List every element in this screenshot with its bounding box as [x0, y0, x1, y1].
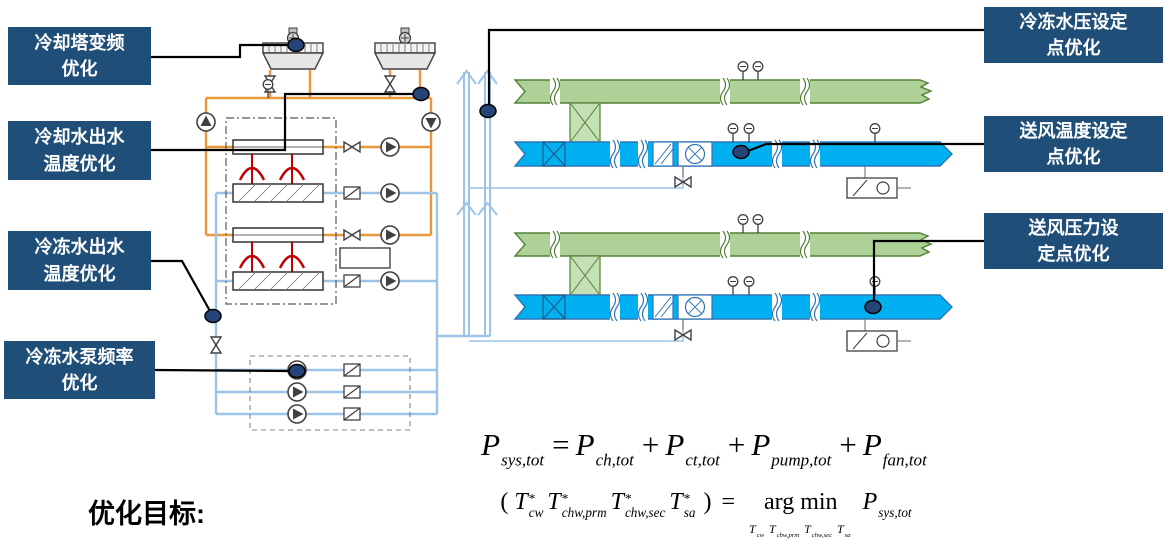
- label-line: 点优化: [1046, 147, 1101, 167]
- coil-pipe-upper: [469, 166, 684, 189]
- marker-chw-pump-freq: [288, 363, 306, 379]
- connector-cooling-water-temp: [151, 92, 413, 152]
- label-line: 送风压力设: [1028, 217, 1119, 238]
- ahu-system-lower: [515, 215, 952, 351]
- total-power-formula: P sys,tot=P ch,tot+P ct,tot+P pump,tot+P…: [481, 427, 927, 470]
- bypass-valve-icon: [210, 336, 222, 354]
- coil-pipe-lower: [469, 319, 684, 342]
- marker-sa-temp: [732, 144, 750, 160]
- label-supply-air-temp-setpoint: 送风温度设定 点优化: [984, 116, 1163, 172]
- check-valve-icon: [343, 186, 361, 200]
- label-line: 送风温度设定: [1019, 120, 1128, 141]
- connector-lines: [151, 28, 984, 373]
- valve-icon: [343, 141, 361, 153]
- ahu-system-upper: [515, 62, 952, 198]
- check-valve-icon: [343, 385, 361, 399]
- marker-sa-pressure: [864, 299, 882, 315]
- label-cooling-water-temp: 冷却水出水 温度优化: [8, 121, 151, 180]
- connector-sa-pressure: [872, 239, 984, 300]
- label-line: 冷却塔变频: [34, 32, 125, 53]
- chw-pump-icon: [287, 382, 307, 402]
- connector-cooling-tower-vfd: [151, 43, 288, 59]
- condenser-pump-icon: [421, 112, 441, 132]
- valve-icon: [343, 229, 361, 241]
- chilled-water-risers: [456, 69, 498, 336]
- label-line: 定点优化: [1037, 244, 1110, 264]
- marker-cooling-water-temp: [412, 86, 430, 102]
- connector-sa-temp: [747, 142, 984, 153]
- label-line: 温度优化: [43, 153, 116, 174]
- connector-chilled-water-temp: [151, 259, 211, 312]
- marker-chw-pressure: [479, 103, 497, 119]
- pump-icon: [380, 183, 400, 203]
- connector-chw-pressure: [487, 28, 984, 104]
- pump-icon: [380, 137, 400, 157]
- label-chilled-water-temp: 冷冻水出水 温度优化: [8, 231, 151, 290]
- condenser-pump-icon: [196, 112, 216, 132]
- pump-icon: [380, 271, 400, 291]
- label-line: 冷冻水泵频率: [25, 346, 134, 367]
- check-valve-icon: [343, 363, 361, 377]
- cooling-tower-icon: [374, 27, 436, 70]
- label-line: 冷却水出水: [34, 127, 125, 148]
- connector-chw-pump-freq: [154, 368, 290, 373]
- objective-label: 优化目标:: [88, 499, 205, 529]
- chiller-boundary: [225, 117, 337, 305]
- marker-chilled-water-temp: [204, 308, 222, 324]
- label-supply-air-pressure-setpoint: 送风压力设 定点优化: [984, 213, 1163, 269]
- check-valve-icon: [343, 274, 361, 288]
- chiller-2: [232, 227, 324, 291]
- label-line: 优化: [61, 59, 98, 79]
- pump-icon: [380, 225, 400, 245]
- valve-icon: [384, 75, 396, 93]
- condenser-water-loop: [196, 70, 441, 245]
- chiller-1: [232, 139, 324, 203]
- label-line: 冷冻水压设定: [1019, 11, 1128, 32]
- label-line: 冷冻水出水: [34, 237, 125, 258]
- label-line: 温度优化: [43, 263, 116, 284]
- label-line: 点优化: [1046, 38, 1101, 58]
- label-cooling-tower-vfd: 冷却塔变频 优化: [8, 27, 151, 85]
- check-valve-icon: [343, 407, 361, 421]
- label-line: 优化: [61, 373, 98, 393]
- label-chw-pump-freq: 冷冻水泵频率 优化: [4, 341, 155, 399]
- marker-cooling-tower-vfd: [287, 37, 305, 53]
- optimization-point-markers: [204, 37, 882, 379]
- chw-pump-icon: [287, 404, 307, 424]
- label-chw-pressure-setpoint: 冷冻水压设定 点优化: [984, 7, 1163, 63]
- expansion-tank: [339, 247, 391, 269]
